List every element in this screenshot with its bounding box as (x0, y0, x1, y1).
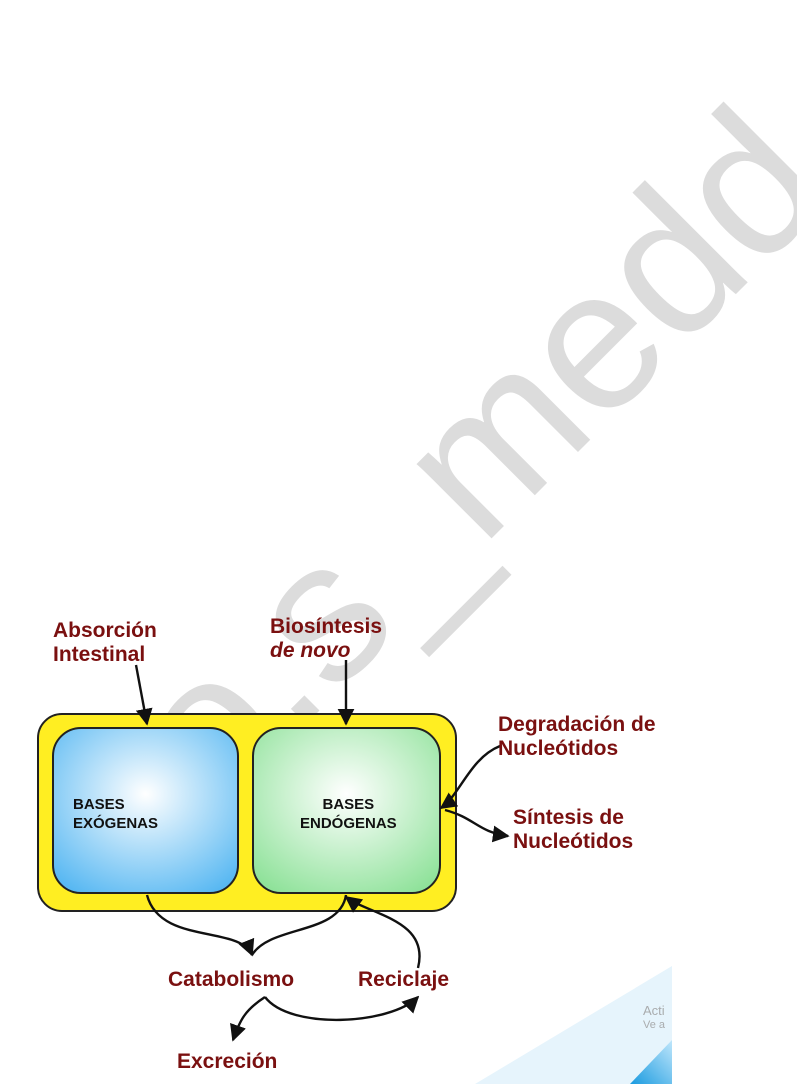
endogenous-line2: ENDÓGENAS (300, 814, 397, 833)
exogenous-line1: BASES (73, 795, 158, 814)
activation-overlay-text: Acti Ve a (643, 1004, 665, 1032)
degradacion-line2: Nucleótidos (498, 737, 656, 761)
excrecion-label: Excreción (177, 1050, 277, 1074)
biosintesis-line1: Biosíntesis (270, 615, 382, 639)
exogenous-box-label: BASES EXÓGENAS (73, 795, 158, 833)
degradacion-line1: Degradación de (498, 713, 656, 737)
reciclaje-label: Reciclaje (358, 968, 449, 992)
degradacion-label: Degradación de Nucleótidos (498, 713, 656, 761)
page-margin-strip (672, 560, 797, 1084)
sintesis-label: Síntesis de Nucleótidos (513, 806, 633, 854)
biosintesis-line2: de novo (270, 639, 382, 663)
biosintesis-label: Biosíntesis de novo (270, 615, 382, 663)
absorcion-line1: Absorción (53, 619, 157, 643)
absorcion-label: Absorción Intestinal (53, 619, 157, 667)
activation-line1: Acti (643, 1004, 665, 1018)
activation-line2: Ve a (643, 1018, 665, 1032)
sintesis-line1: Síntesis de (513, 806, 633, 830)
endogenous-line1: BASES (300, 795, 397, 814)
endogenous-box-label: BASES ENDÓGENAS (300, 795, 397, 833)
catabolismo-label: Catabolismo (168, 968, 294, 992)
exogenous-line2: EXÓGENAS (73, 814, 158, 833)
absorcion-line2: Intestinal (53, 643, 157, 667)
sintesis-line2: Nucleótidos (513, 830, 633, 854)
excrecion-arrow (233, 997, 265, 1040)
catabolismo-to-reciclaje-arrow (265, 997, 418, 1020)
